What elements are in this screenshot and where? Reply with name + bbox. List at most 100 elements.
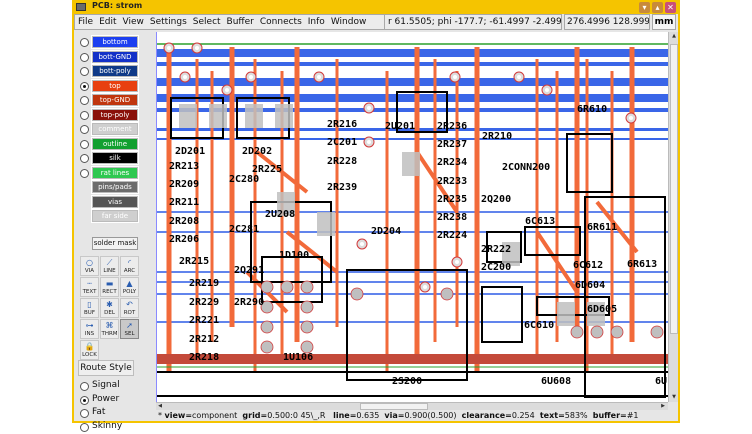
layer-visibility-button[interactable]: bott-GND bbox=[91, 49, 139, 64]
via-hole bbox=[629, 116, 633, 120]
tool-rect-button[interactable]: ▬RECT bbox=[100, 277, 119, 297]
layer-visibility-button[interactable]: pins/pads bbox=[91, 180, 139, 194]
solder-mask-button[interactable]: solder mask bbox=[92, 237, 138, 250]
layer-visibility-button[interactable]: bottom bbox=[91, 35, 139, 49]
layer-select-radio[interactable] bbox=[80, 168, 89, 178]
layer-visibility-button[interactable]: bott-poly bbox=[91, 64, 139, 78]
tool-line-button[interactable]: ⟋LINE bbox=[100, 256, 119, 276]
via-hole bbox=[167, 46, 171, 50]
scroll-up-icon[interactable]: ▲ bbox=[672, 33, 676, 39]
tool-ins-button[interactable]: ⊶INS bbox=[80, 319, 99, 339]
tool-label: SEL bbox=[124, 331, 135, 337]
layer-select-radio[interactable] bbox=[80, 67, 89, 76]
tool-thrm-button[interactable]: ⌘THRM bbox=[100, 319, 119, 339]
via-hole bbox=[455, 260, 459, 264]
layer-select-radio[interactable] bbox=[80, 96, 89, 105]
via-icon: ○ bbox=[86, 258, 93, 267]
layer-visibility-button[interactable]: top bbox=[91, 78, 139, 93]
layer-visibility-button[interactable]: vias bbox=[91, 194, 139, 209]
close-icon[interactable]: ✕ bbox=[665, 2, 676, 13]
horizontal-scrollbar[interactable]: ◀ ▶ bbox=[156, 402, 668, 410]
polar-coordinate-readout: r 61.5505; phi -177.7; -61.4997 -2.4999 bbox=[384, 14, 562, 30]
tool-label: POLY bbox=[122, 289, 137, 295]
layer-visibility-button[interactable]: comment bbox=[91, 122, 139, 136]
tool-via-button[interactable]: ○VIA bbox=[80, 256, 99, 276]
component-label: 2S200 bbox=[392, 376, 422, 387]
via-hole bbox=[249, 75, 253, 79]
layer-select-radio[interactable] bbox=[80, 154, 89, 163]
component-label: 2R229 bbox=[189, 297, 219, 308]
tool-label: LINE bbox=[103, 268, 116, 274]
route-style-radio[interactable] bbox=[80, 409, 89, 418]
tool-poly-button[interactable]: ▲POLY bbox=[120, 277, 139, 297]
horizontal-scroll-thumb[interactable] bbox=[360, 403, 428, 410]
tool-rot-button[interactable]: ↶ROT bbox=[120, 298, 139, 318]
tool-lock-button[interactable]: 🔒LOCK bbox=[80, 340, 99, 360]
status-buffer-key: buffer= bbox=[592, 411, 627, 420]
layer-row-top: top bbox=[80, 78, 156, 93]
status-text-key: text= bbox=[539, 411, 565, 420]
layer-select-radio[interactable] bbox=[80, 125, 89, 134]
layer-visibility-button[interactable]: top-poly bbox=[91, 107, 139, 122]
tool-sel-button[interactable]: ➚SEL bbox=[120, 319, 139, 339]
layer-row-top-poly: top-poly bbox=[80, 107, 156, 122]
route-style-label: Fat bbox=[92, 407, 106, 417]
component-label: 2R225 bbox=[252, 164, 282, 175]
layer-select-radio[interactable] bbox=[80, 38, 89, 47]
route-style-radio[interactable] bbox=[80, 395, 89, 405]
maximize-icon[interactable]: ▴ bbox=[652, 2, 663, 13]
scroll-right-icon[interactable]: ▶ bbox=[661, 403, 665, 409]
top-trace bbox=[285, 230, 339, 274]
layer-row-pins-pads: pins/pads bbox=[80, 180, 156, 194]
route-style-button[interactable]: Route Style bbox=[78, 360, 134, 376]
title-bar[interactable]: PCB: strom ▾ ▴ ✕ bbox=[72, 0, 680, 14]
menu-connects[interactable]: Connects bbox=[259, 17, 302, 27]
status-text-value: 583% bbox=[564, 411, 588, 420]
component-label: 1D100 bbox=[279, 250, 309, 261]
menu-select[interactable]: Select bbox=[192, 17, 221, 27]
layer-select-radio[interactable] bbox=[80, 139, 89, 149]
menu-file[interactable]: File bbox=[78, 17, 94, 27]
through-hole-pad bbox=[300, 340, 314, 354]
layer-visibility-button[interactable]: top-GND bbox=[91, 93, 139, 107]
layer-visibility-button[interactable]: silk bbox=[91, 151, 139, 165]
pcb-window: PCB: strom ▾ ▴ ✕ File Edit View Settings… bbox=[72, 0, 680, 432]
menu-window[interactable]: Window bbox=[330, 17, 367, 27]
tool-text-button[interactable]: ┄TEXT bbox=[80, 277, 99, 297]
rotate-icon: ↶ bbox=[126, 300, 133, 309]
layer-visibility-button[interactable]: rat lines bbox=[91, 165, 139, 180]
minimize-icon[interactable]: ▾ bbox=[639, 2, 650, 13]
tool-label: INS bbox=[84, 331, 95, 337]
status-line-value: 0.635 bbox=[356, 411, 380, 420]
tool-del-button[interactable]: ✱DEL bbox=[100, 298, 119, 318]
menu-view[interactable]: View bbox=[122, 17, 144, 27]
scroll-left-icon[interactable]: ◀ bbox=[158, 403, 162, 409]
top-trace bbox=[255, 150, 309, 194]
component-label: 2R238 bbox=[437, 212, 467, 223]
layer-select-radio[interactable] bbox=[80, 52, 89, 62]
route-style-radio[interactable] bbox=[80, 382, 89, 391]
menu-info[interactable]: Info bbox=[307, 17, 325, 27]
smd-pad bbox=[402, 152, 420, 176]
status-view-value: component bbox=[192, 411, 238, 420]
layer-visibility-button[interactable]: far side bbox=[91, 209, 139, 223]
menu-buffer[interactable]: Buffer bbox=[226, 17, 254, 27]
layer-select-radio[interactable] bbox=[80, 110, 89, 120]
vertical-scrollbar[interactable]: ▲ ▼ bbox=[668, 32, 678, 402]
layer-select-radio[interactable] bbox=[80, 81, 89, 91]
tool-buf-button[interactable]: ▯BUF bbox=[80, 298, 99, 318]
vertical-scroll-thumb[interactable] bbox=[670, 44, 678, 334]
scroll-down-icon[interactable]: ▼ bbox=[672, 394, 676, 400]
route-style-radio[interactable] bbox=[80, 422, 89, 432]
text-icon: ┄ bbox=[87, 279, 92, 288]
smd-pad bbox=[245, 104, 263, 128]
tool-arc-button[interactable]: ◜ARC bbox=[120, 256, 139, 276]
units-toggle-button[interactable]: mm bbox=[652, 14, 676, 30]
layer-visibility-button[interactable]: outline bbox=[91, 136, 139, 151]
component-label: 2C281 bbox=[229, 224, 259, 235]
menu-edit[interactable]: Edit bbox=[99, 17, 117, 27]
component-label: 2R234 bbox=[437, 157, 467, 168]
menu-settings[interactable]: Settings bbox=[149, 17, 187, 27]
